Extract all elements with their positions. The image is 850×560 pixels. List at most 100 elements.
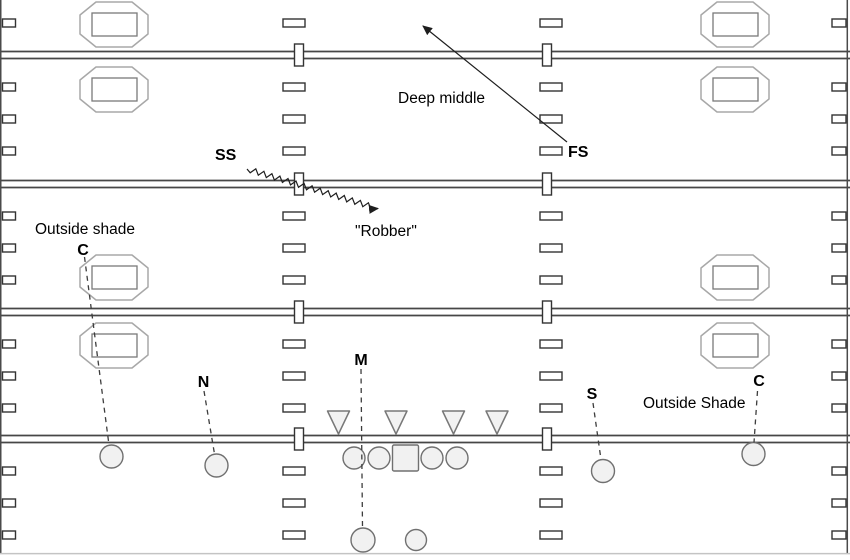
annotation-labels: Deep middle FS SS "Robber" Outside shade… (35, 90, 765, 412)
number-marker-box (712, 12, 759, 37)
hash-marks (1, 18, 847, 540)
label-outside-shade-left[interactable]: Outside shade (35, 221, 135, 238)
hash-mark (539, 18, 563, 28)
hash-mark (282, 403, 306, 413)
offensive-lineman[interactable] (367, 446, 391, 470)
hash-mark (282, 18, 306, 28)
label-outside-shade-right[interactable]: Outside Shade (643, 395, 746, 412)
hash-mark (1, 211, 17, 221)
number-marker-box (91, 333, 138, 358)
defensive-lineman-triangle[interactable] (384, 410, 408, 435)
hash-mark (1, 466, 17, 476)
mike-assignment-line[interactable] (360, 368, 364, 529)
hash-mark (831, 530, 847, 540)
defensive-lineman-triangle[interactable] (485, 410, 509, 435)
wide-receiver-left[interactable] (99, 444, 124, 469)
hash-mark (282, 82, 306, 92)
label-free-safety[interactable]: FS (568, 144, 589, 161)
fs-deep-middle-arrow[interactable] (422, 25, 568, 143)
hash-mark (831, 211, 847, 221)
hash-mark (1, 339, 17, 349)
hash-mark (1, 275, 17, 285)
label-strong-safety[interactable]: SS (215, 147, 237, 164)
yard-line-tick (541, 300, 553, 324)
hash-mark (1, 114, 17, 124)
corner-left-assignment-line[interactable] (83, 256, 110, 446)
label-sam[interactable]: S (587, 386, 598, 403)
hash-mark (539, 275, 563, 285)
number-marker-box (712, 265, 759, 290)
sam-assignment-line[interactable] (592, 402, 602, 460)
number-marker-octagon (700, 254, 770, 301)
hash-mark (831, 275, 847, 285)
slot-receiver-right[interactable] (590, 458, 616, 484)
nickel-assignment-line[interactable] (203, 390, 216, 455)
hash-mark (282, 339, 306, 349)
hash-mark (831, 339, 847, 349)
hash-mark (831, 466, 847, 476)
number-marker-octagon (700, 66, 770, 113)
hash-mark (831, 82, 847, 92)
number-marker-box (91, 77, 138, 102)
coverage-arrows (246, 25, 568, 214)
hash-mark (831, 498, 847, 508)
running-back[interactable] (350, 527, 376, 553)
yard-line-ticks (293, 43, 553, 451)
label-corner-left[interactable]: C (77, 242, 89, 259)
hash-mark (539, 466, 563, 476)
defensive-lineman-triangle[interactable] (326, 410, 351, 435)
hash-mark (282, 114, 306, 124)
yard-line-tick (541, 427, 553, 451)
hash-mark (831, 403, 847, 413)
hash-mark (282, 243, 306, 253)
number-marker-octagon (79, 254, 149, 301)
hash-mark (831, 371, 847, 381)
hash-mark (1, 243, 17, 253)
label-mike[interactable]: M (354, 352, 367, 369)
number-marker-octagon (79, 1, 149, 48)
number-marker-octagon (700, 322, 770, 369)
number-marker-octagon (700, 1, 770, 48)
hash-mark (282, 211, 306, 221)
center-square[interactable] (391, 444, 420, 472)
wide-receiver-right[interactable] (741, 441, 766, 467)
hash-mark (539, 403, 563, 413)
hash-mark (282, 530, 306, 540)
yard-line-tick (293, 300, 305, 324)
hash-mark (539, 82, 563, 92)
yard-line-tick (293, 427, 305, 451)
hash-mark (1, 498, 17, 508)
label-nickel[interactable]: N (198, 374, 210, 391)
yard-lines (0, 50, 850, 444)
defense-line-triangles (326, 410, 509, 435)
slot-receiver-left[interactable] (204, 453, 229, 478)
yard-line-tick (541, 172, 553, 196)
hash-mark (1, 18, 17, 28)
hash-mark (831, 114, 847, 124)
hash-mark (282, 498, 306, 508)
offensive-lineman[interactable] (342, 446, 366, 470)
number-marker-box (91, 12, 138, 37)
hash-mark (282, 371, 306, 381)
hash-mark (282, 146, 306, 156)
offensive-lineman[interactable] (445, 446, 469, 470)
ss-robber-arrow[interactable] (246, 167, 379, 214)
yard-line-tick (293, 172, 305, 196)
number-marker-octagon (79, 322, 149, 369)
offensive-lineman[interactable] (420, 446, 444, 470)
quarterback[interactable] (404, 528, 428, 552)
hash-mark (539, 146, 563, 156)
label-corner-right[interactable]: C (753, 373, 765, 390)
hash-mark (539, 114, 563, 124)
label-robber[interactable]: "Robber" (355, 223, 417, 240)
number-marker-octagon (79, 66, 149, 113)
label-deep-middle[interactable]: Deep middle (398, 90, 485, 107)
hash-mark (539, 371, 563, 381)
hash-mark (1, 403, 17, 413)
hash-mark (282, 466, 306, 476)
number-marker-box (712, 77, 759, 102)
defensive-lineman-triangle[interactable] (441, 410, 466, 435)
